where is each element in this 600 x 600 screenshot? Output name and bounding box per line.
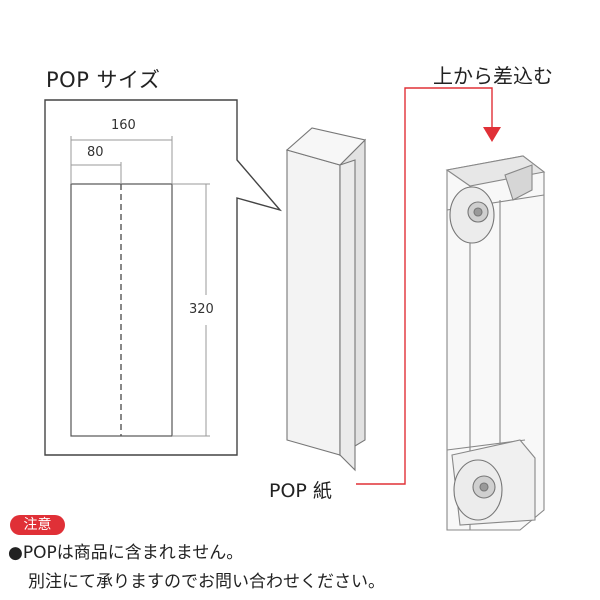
insert-connector-line xyxy=(356,87,493,485)
insert-arrow-icon xyxy=(483,127,501,142)
pop-size-callout xyxy=(44,99,283,456)
dimension-label-80: 80 xyxy=(87,145,104,160)
dimension-line-160 xyxy=(70,136,173,184)
pop-paper-label: POP 紙 xyxy=(269,480,332,502)
dimension-label-320: 320 xyxy=(189,302,214,317)
notice-line-1: ●POPは商品に含まれません。 xyxy=(8,543,244,563)
pop-paper-illustration xyxy=(285,127,367,472)
notice-line-2: 別注にて承りますのでお問い合わせください。 xyxy=(28,572,385,592)
notice-badge: 注意 xyxy=(10,515,65,535)
pop-size-title: POP サイズ xyxy=(46,68,161,92)
insert-from-top-label: 上から差込む xyxy=(433,64,553,88)
dimension-line-320 xyxy=(172,183,210,437)
dimension-line-80 xyxy=(71,162,122,184)
suction-cup-top-icon xyxy=(449,186,495,244)
dimension-label-160: 160 xyxy=(111,118,136,133)
suction-cup-bottom-icon xyxy=(453,459,503,521)
